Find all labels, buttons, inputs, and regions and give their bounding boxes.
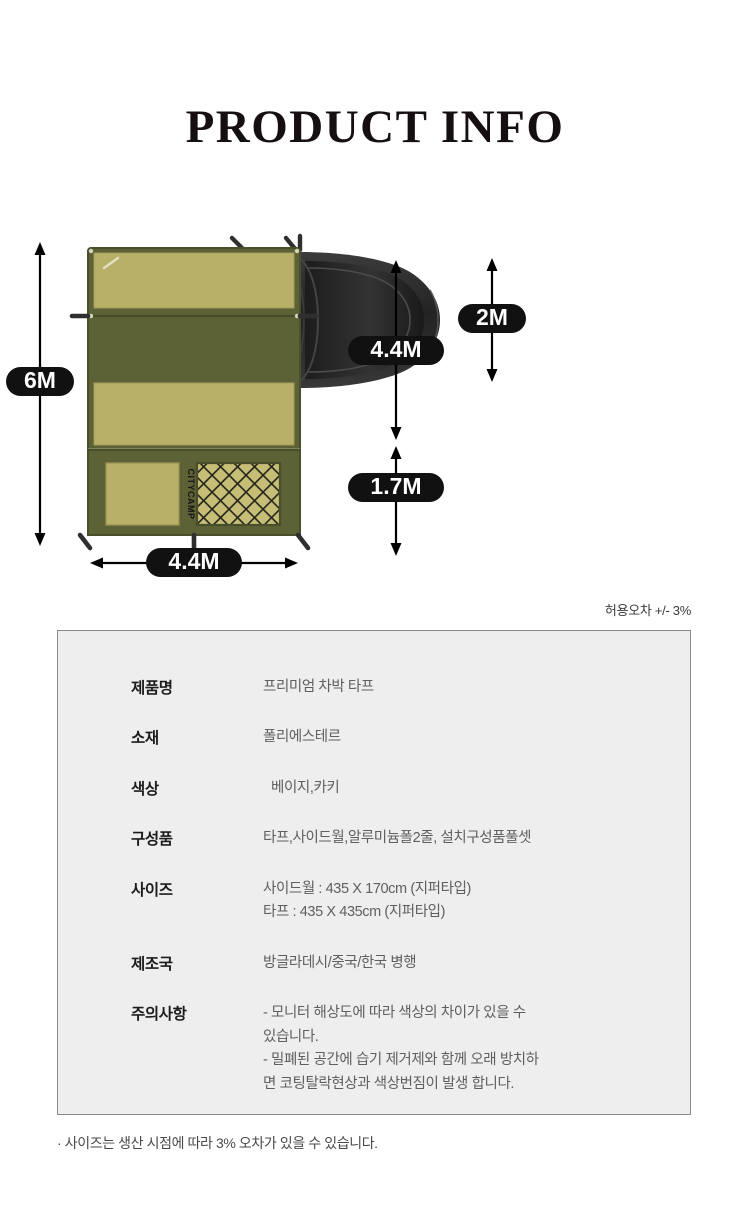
- table-row: 제품명 프리미엄 차박 타프: [58, 676, 690, 726]
- spec-label-product-name: 제품명: [131, 680, 173, 697]
- dimension-2m: 2M: [458, 258, 526, 382]
- spec-value-size: 사이드월 : 435 X 170cm (지퍼타입) 타프 : 435 X 435…: [263, 878, 690, 952]
- footer-note: · 사이즈는 생산 시점에 따라 3% 오차가 있을 수 있습니다.: [57, 1135, 378, 1151]
- spec-value-material: 폴리에스테르: [263, 726, 690, 776]
- tarp-body: CITYCAMP: [69, 233, 319, 552]
- spec-value-line: 면 코팅탈락현상과 색상번짐이 발생 합니다.: [263, 1075, 515, 1092]
- spec-value-line: 베이지,카키: [271, 779, 340, 796]
- spec-value-line: - 모니터 해상도에 따라 색상의 차이가 있을 수: [263, 1005, 526, 1022]
- spec-value-line: 있습니다.: [263, 1028, 319, 1045]
- spec-value-product-name: 프리미엄 차박 타프: [263, 676, 690, 726]
- spec-value-line: 타프 : 435 X 435cm (지퍼타입): [263, 904, 446, 921]
- spec-label-size: 사이즈: [131, 881, 173, 899]
- dimension-label-6m: 6M: [24, 367, 56, 393]
- dimension-label-17m: 1.7M: [370, 473, 421, 499]
- table-row: 주의사항 - 모니터 해상도에 따라 색상의 차이가 있을 수 있습니다. - …: [58, 1002, 690, 1096]
- spec-label-material: 소재: [131, 730, 159, 748]
- spec-value-caution: - 모니터 해상도에 따라 색상의 차이가 있을 수 있습니다. - 밀폐된 공…: [263, 1002, 690, 1096]
- product-spec-box: 제품명 프리미엄 차박 타프 소재 폴리에스테르 색상 베이지,카키 구성품: [57, 630, 691, 1115]
- dimension-17m: 1.7M: [348, 446, 444, 556]
- spec-value-line: 방글라데시/중국/한국 병행: [263, 954, 417, 971]
- spec-value-line: 폴리에스테르: [263, 729, 341, 746]
- spec-value-origin: 방글라데시/중국/한국 병행: [263, 952, 690, 1002]
- product-spec-table: 제품명 프리미엄 차박 타프 소재 폴리에스테르 색상 베이지,카키 구성품: [58, 676, 690, 1096]
- tolerance-note: 허용오차 +/- 3%: [604, 603, 691, 618]
- table-row: 색상 베이지,카키: [58, 777, 690, 827]
- dimension-6m: 6M: [6, 242, 74, 546]
- dimension-label-44m-depth: 4.4M: [370, 336, 421, 362]
- dimension-44m-width: 4.4M: [90, 548, 298, 577]
- spec-label-components: 구성품: [131, 831, 173, 849]
- table-row: 소재 폴리에스테르: [58, 726, 690, 776]
- brand-logo-text: CITYCAMP: [186, 469, 196, 520]
- stake-icon: [69, 313, 319, 552]
- spec-label-caution: 주의사항: [131, 1006, 187, 1024]
- table-row: 제조국 방글라데시/중국/한국 병행: [58, 952, 690, 1002]
- product-dimension-diagram: CITYCAMP 6M: [0, 228, 750, 588]
- spec-value-color: 베이지,카키: [263, 777, 690, 827]
- spec-value-line: 프리미엄 차박 타프: [263, 679, 374, 695]
- spec-label-origin: 제조국: [131, 955, 173, 973]
- spec-value-components: 타프,사이드월,알루미늄폴2줄, 설치구성품풀셋: [263, 827, 690, 877]
- spec-label-color: 색상: [131, 780, 159, 798]
- spec-value-line: 타프,사이드월,알루미늄폴2줄, 설치구성품풀셋: [263, 830, 532, 847]
- dimension-44m-depth: 4.4M: [348, 260, 444, 440]
- spec-value-line: 사이드월 : 435 X 170cm (지퍼타입): [263, 880, 471, 897]
- page-title: PRODUCT INFO: [185, 101, 565, 153]
- dimension-label-44m-width: 4.4M: [168, 548, 219, 574]
- table-row: 사이즈 사이드월 : 435 X 170cm (지퍼타입) 타프 : 435 X…: [58, 878, 690, 952]
- spec-value-line: - 밀폐된 공간에 습기 제거제와 함께 오래 방치하: [263, 1052, 539, 1069]
- dimension-label-2m: 2M: [476, 304, 508, 330]
- table-row: 구성품 타프,사이드월,알루미늄폴2줄, 설치구성품풀셋: [58, 827, 690, 877]
